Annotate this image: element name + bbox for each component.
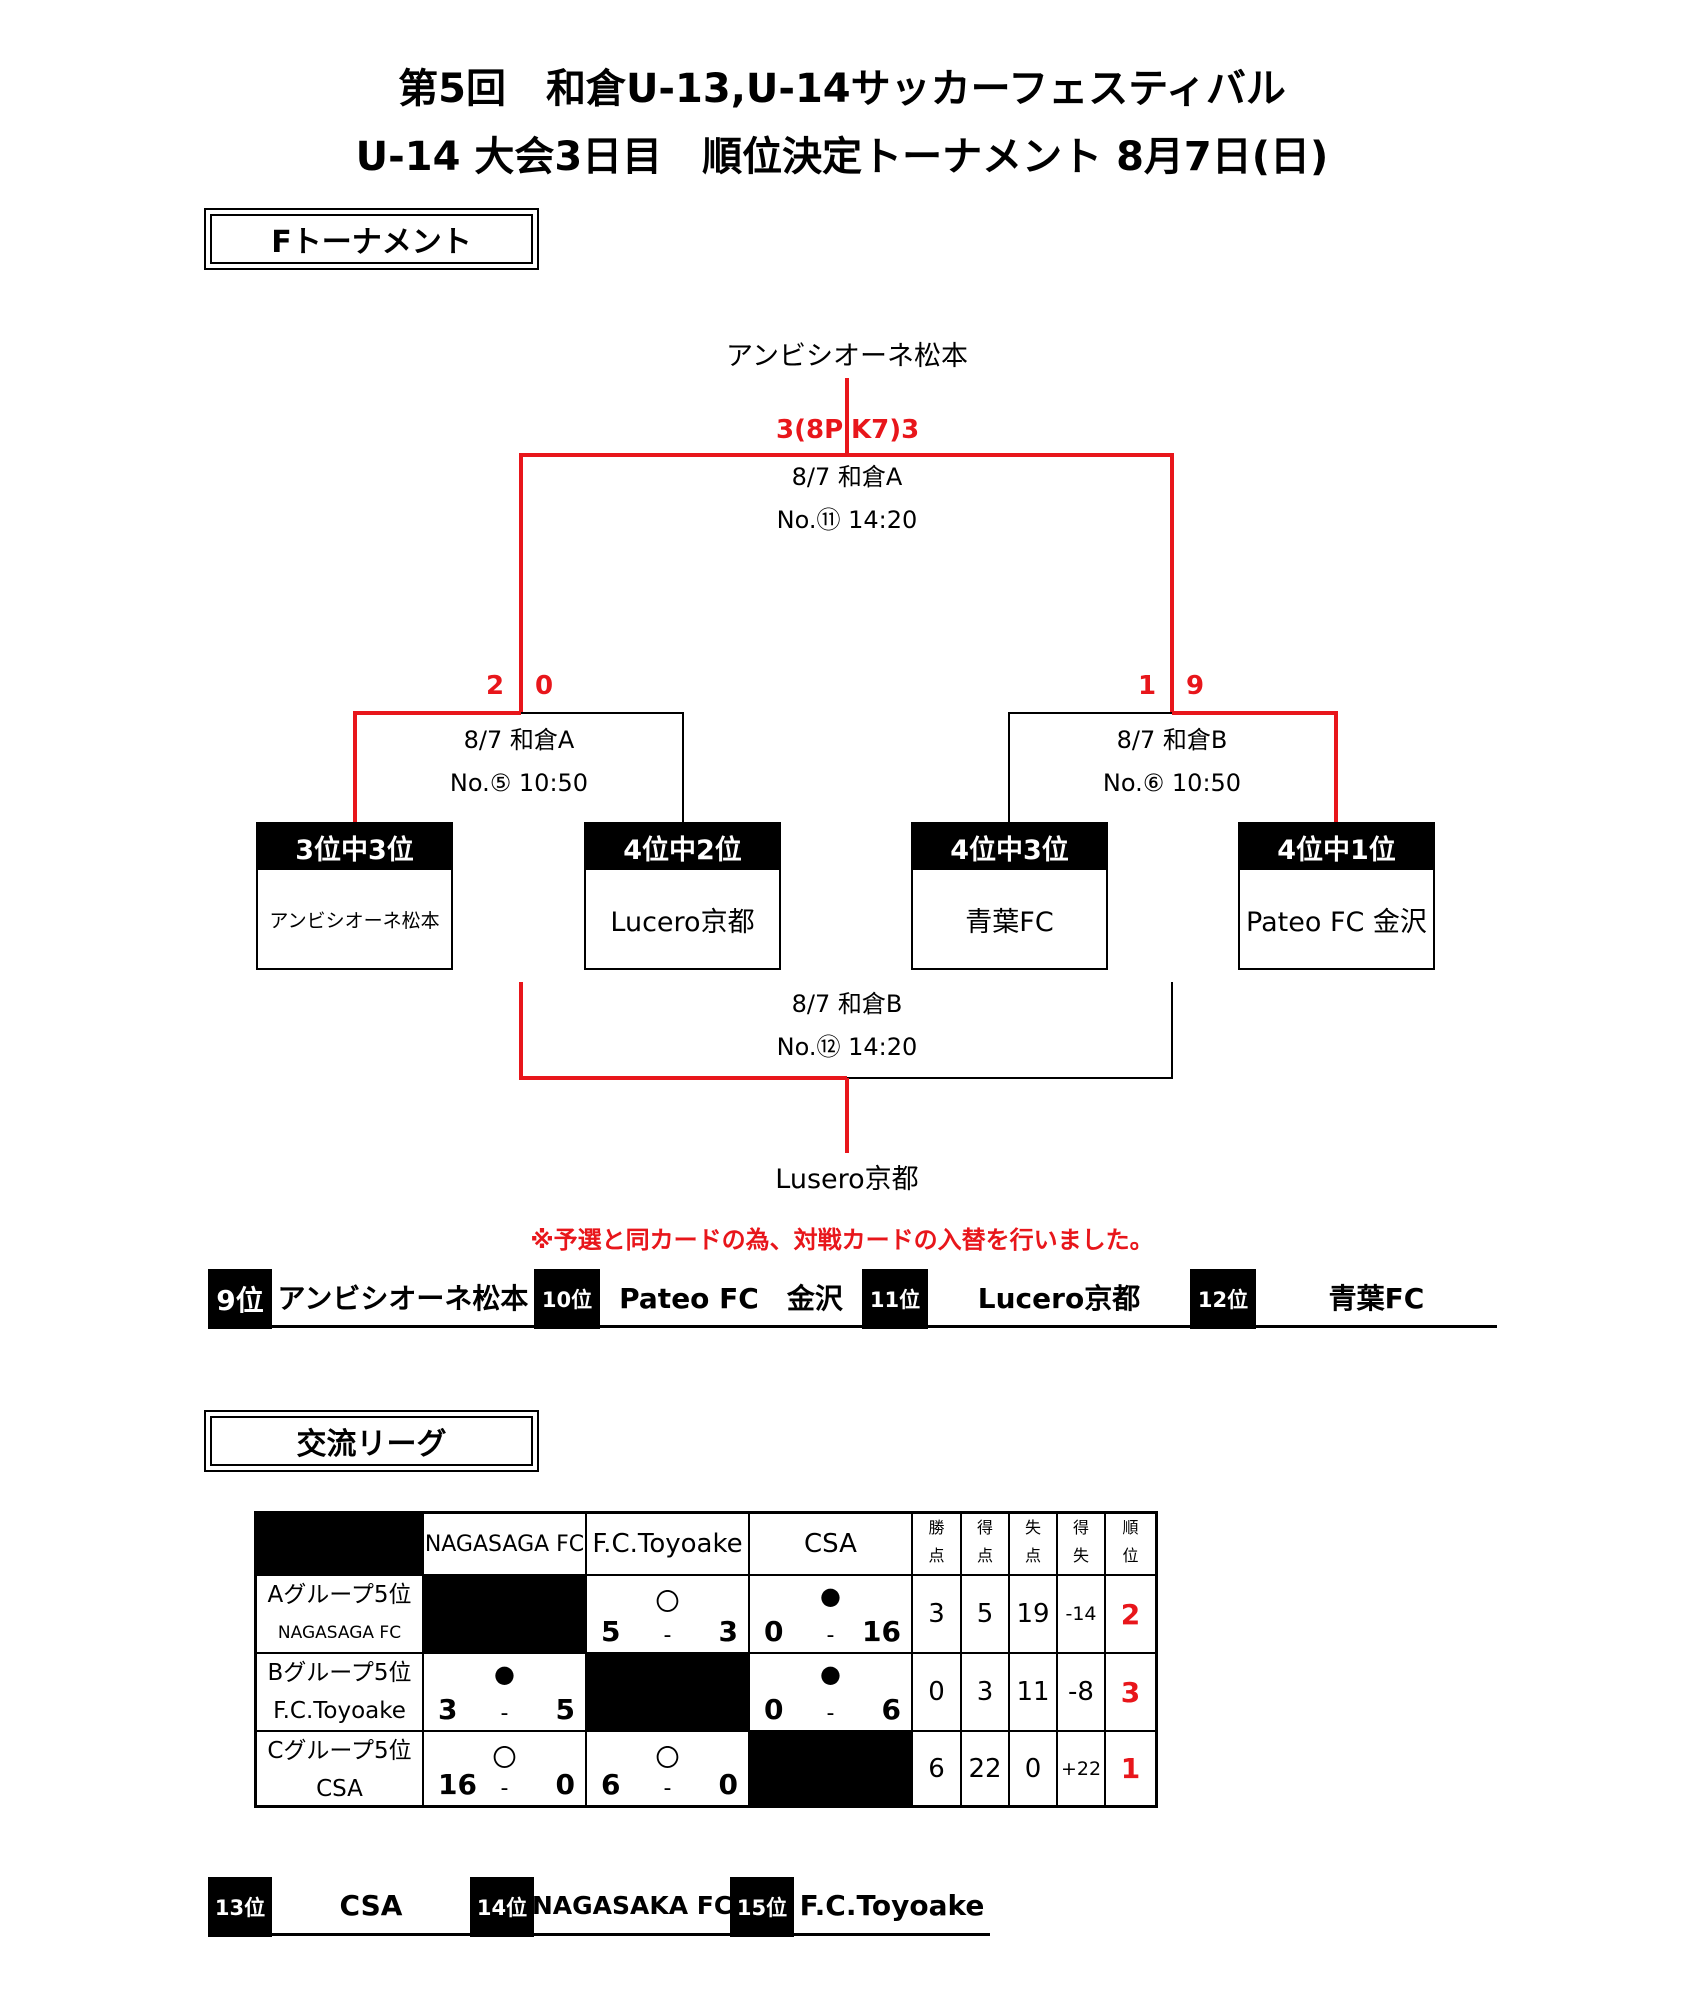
- rank-badge-14: 14位: [470, 1877, 534, 1937]
- third-left-arm: [519, 982, 847, 1080]
- team-name: Pateo FC 金沢: [1246, 906, 1427, 938]
- section-title: 交流リーグ: [210, 1416, 533, 1466]
- team-seed-label: 4位中1位: [1240, 824, 1433, 870]
- match-result-cell: ● 0 - 16: [750, 1576, 913, 1654]
- final-left-arm: [519, 453, 847, 713]
- stat-goals-against: 19: [1010, 1576, 1058, 1654]
- rank-team-12: 青葉FC: [1328, 1282, 1425, 1315]
- row-header-a: Aグループ5位 NAGASAGA FC: [257, 1576, 424, 1654]
- section-header-f-tournament: Fトーナメント: [204, 208, 539, 270]
- stat-header-goals-against: 失点: [1010, 1514, 1058, 1576]
- stat-goals-for: 5: [962, 1576, 1010, 1654]
- column-header: CSA: [750, 1514, 913, 1576]
- final-score-right: K7)3: [851, 415, 920, 445]
- match-result-cell: ● 0 - 6: [750, 1654, 913, 1732]
- stat-wins: 3: [913, 1576, 962, 1654]
- final-right-arm: [847, 453, 1174, 713]
- page-subtitle: U-14 大会3日目 順位決定トーナメント 8月7日(日): [355, 134, 1329, 180]
- match-result-cell: 〇 16 - 0: [424, 1732, 587, 1805]
- stat-rank: 3: [1106, 1654, 1155, 1732]
- self-match-cell: [424, 1576, 587, 1654]
- rank-badge-9: 9位: [208, 1269, 272, 1329]
- stat-header-wins: 勝点: [913, 1514, 962, 1576]
- rank-team-13: CSA: [339, 1888, 403, 1922]
- sf-left-match-date: 8/7 和倉A: [463, 726, 575, 754]
- sf-left-score-a: 2: [486, 671, 505, 701]
- ranking-underline: [272, 1933, 990, 1936]
- column-header: F.C.Toyoake: [587, 1514, 750, 1576]
- table-corner: [257, 1514, 424, 1576]
- rank-badge-15: 15位: [730, 1877, 794, 1937]
- third-match-date: 8/7 和倉B: [791, 990, 903, 1018]
- match-result-cell: 〇 5 - 3: [587, 1576, 750, 1654]
- sf-right-match-date: 8/7 和倉B: [1116, 726, 1228, 754]
- match-result-cell: ● 3 - 5: [424, 1654, 587, 1732]
- third-place-winner: Lusero京都: [775, 1164, 919, 1195]
- stat-wins: 0: [913, 1654, 962, 1732]
- sf-left-score-b: 0: [535, 671, 554, 701]
- stat-wins: 6: [913, 1732, 962, 1805]
- stat-goals-against: 11: [1010, 1654, 1058, 1732]
- final-match-date: 8/7 和倉A: [791, 463, 903, 491]
- stat-goals-for: 3: [962, 1654, 1010, 1732]
- stat-rank: 2: [1106, 1576, 1155, 1654]
- stat-goal-diff: -8: [1058, 1654, 1106, 1732]
- stat-goal-diff: -14: [1058, 1576, 1106, 1654]
- row-header-b: Bグループ5位 F.C.Toyoake: [257, 1654, 424, 1732]
- rank-badge-10: 10位: [534, 1269, 600, 1329]
- rank-team-11: Lucero京都: [977, 1282, 1141, 1315]
- league-table: NAGASAGA FC F.C.Toyoake CSA 勝点 得点 失点 得失 …: [254, 1511, 1158, 1808]
- row-header-c: Cグループ5位 CSA: [257, 1732, 424, 1805]
- sf-right-score-a: 1: [1138, 671, 1157, 701]
- section-title: Fトーナメント: [210, 214, 533, 264]
- team-name: アンビシオーネ松本: [269, 909, 440, 932]
- team-box-2: 4位中2位 Lucero京都: [584, 822, 781, 970]
- third-right-arm: [847, 982, 1173, 1079]
- sf-right-score-b: 9: [1186, 671, 1205, 701]
- stat-goals-for: 22: [962, 1732, 1010, 1805]
- stat-header-rank: 順位: [1106, 1514, 1155, 1576]
- stat-rank: 1: [1120, 1752, 1141, 1785]
- team-name: 青葉FC: [965, 906, 1054, 938]
- third-match-number: No.⑫ 14:20: [776, 1033, 918, 1061]
- sf-left-right-arm: [521, 712, 684, 825]
- team-seed-label: 4位中2位: [586, 824, 779, 870]
- team-seed-label: 4位中3位: [913, 824, 1106, 870]
- final-score-left: 3(8P: [776, 415, 844, 445]
- sf-right-match-number: No.⑥ 10:50: [1102, 769, 1242, 797]
- final-match-number: No.⑪ 14:20: [776, 506, 918, 534]
- stat-header-goal-diff: 得失: [1058, 1514, 1106, 1576]
- stat-goal-diff: +22: [1058, 1732, 1106, 1805]
- team-box-4: 4位中1位 Pateo FC 金沢: [1238, 822, 1435, 970]
- team-name: Lucero京都: [610, 906, 755, 938]
- note-text: ※予選と同カードの為、対戦カードの入替を行いました。: [530, 1226, 1154, 1254]
- final-winner: アンビシオーネ松本: [726, 341, 968, 372]
- stat-goals-against: 0: [1010, 1732, 1058, 1805]
- stat-header-goals-for: 得点: [962, 1514, 1010, 1576]
- rank-badge-11: 11位: [862, 1269, 928, 1329]
- rank-team-10: Pateo FC 金沢: [619, 1282, 843, 1315]
- self-match-cell: [587, 1654, 750, 1732]
- self-match-cell: [750, 1732, 913, 1805]
- section-header-league: 交流リーグ: [204, 1410, 539, 1472]
- rank-team-9: アンビシオーネ松本: [277, 1282, 529, 1315]
- team-box-1: 3位中3位 アンビシオーネ松本: [256, 822, 453, 970]
- sf-left-match-number: No.⑤ 10:50: [449, 769, 589, 797]
- rank-team-14: NAGASAKA FC: [531, 1890, 733, 1920]
- rank-team-15: F.C.Toyoake: [799, 1888, 985, 1922]
- page-title: 第5回 和倉U-13,U-14サッカーフェスティバル: [398, 66, 1286, 112]
- rank-badge-13: 13位: [208, 1877, 272, 1937]
- match-result-cell: 〇 6 - 0: [587, 1732, 750, 1805]
- rank-badge-12: 12位: [1190, 1269, 1256, 1329]
- sf-right-left-arm: [1008, 712, 1172, 825]
- team-box-3: 4位中3位 青葉FC: [911, 822, 1108, 970]
- sf-left-left-arm: [353, 711, 521, 825]
- column-header: NAGASAGA FC: [424, 1514, 587, 1576]
- team-seed-label: 3位中3位: [258, 824, 451, 870]
- sf-right-right-arm: [1172, 711, 1338, 825]
